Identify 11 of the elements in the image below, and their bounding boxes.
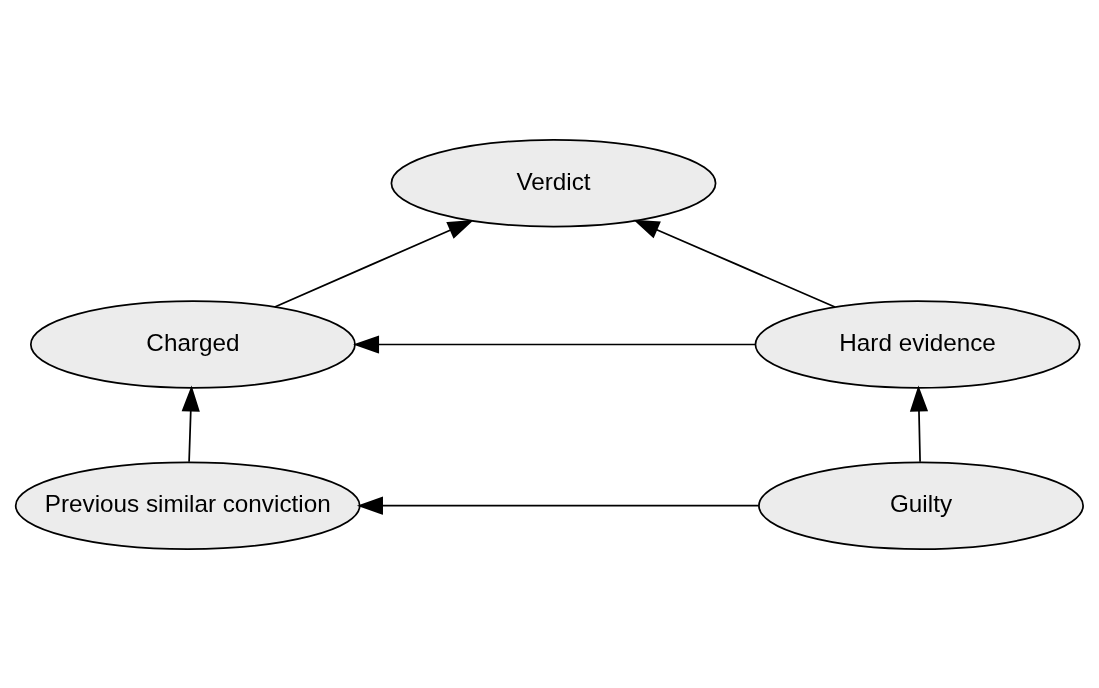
- node-ellipse: Charged: [29, 299, 356, 389]
- arrow: [181, 384, 200, 463]
- node-ellipse: Guilty: [758, 461, 1084, 550]
- node-ellipse: Hard evidence: [754, 299, 1081, 389]
- arrow: [353, 334, 756, 354]
- arrow: [909, 384, 929, 463]
- arrow: [273, 219, 474, 308]
- arrow: [356, 496, 760, 515]
- node-ellipse: Previous similar conviction: [14, 461, 361, 550]
- arrow: [633, 219, 836, 308]
- node-ellipse: Verdict: [390, 138, 717, 227]
